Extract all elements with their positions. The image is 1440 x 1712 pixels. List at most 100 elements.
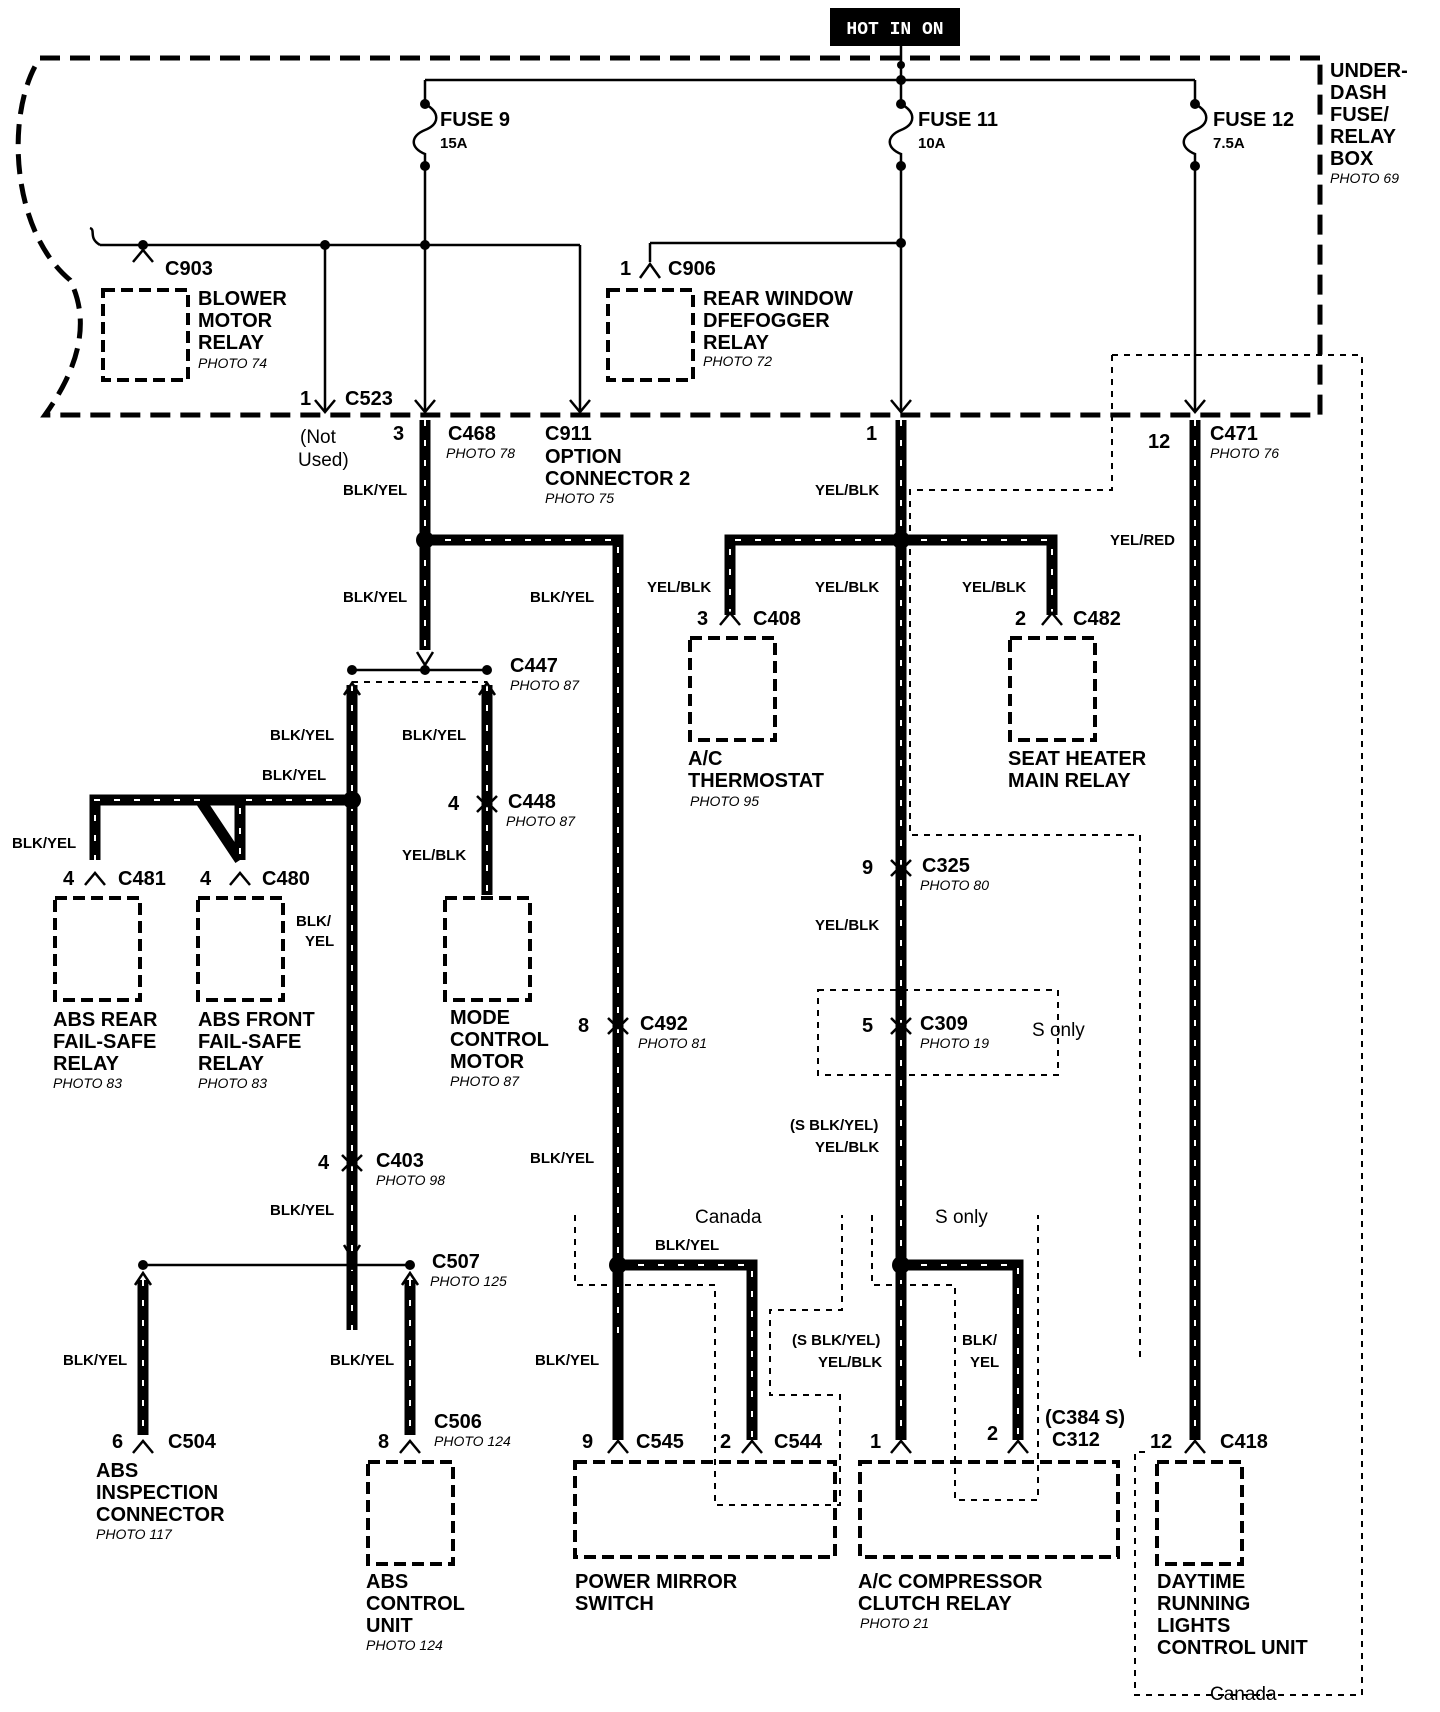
svg-text:BLK/YEL: BLK/YEL: [655, 1237, 719, 1254]
svg-text:BLK/YEL: BLK/YEL: [270, 727, 334, 744]
svg-text:ABS FRONT: ABS FRONT: [198, 1009, 315, 1031]
svg-text:FUSE 9: FUSE 9: [440, 109, 510, 131]
abs-rear-fail-safe-relay: 4 C481 ABS REAR FAIL-SAFE RELAY PHOTO 83: [53, 868, 166, 1091]
svg-text:PHOTO 125: PHOTO 125: [430, 1273, 507, 1289]
svg-text:1: 1: [866, 423, 877, 445]
svg-text:BLK/YEL: BLK/YEL: [270, 1202, 334, 1219]
svg-text:C447: C447: [510, 655, 558, 677]
svg-text:10A: 10A: [918, 135, 946, 152]
svg-text:C471: C471: [1210, 423, 1258, 445]
wire-stripes: [94, 420, 1196, 1440]
svg-text:MODE: MODE: [450, 1007, 510, 1029]
svg-text:THERMOSTAT: THERMOSTAT: [688, 770, 824, 792]
connector-c523: 1 C523 (Not Used): [298, 388, 393, 471]
svg-text:(S BLK/YEL): (S BLK/YEL): [792, 1332, 880, 1349]
svg-text:4: 4: [448, 793, 460, 815]
svg-text:BLOWER: BLOWER: [198, 288, 287, 310]
svg-text:YEL/BLK: YEL/BLK: [818, 1354, 882, 1371]
svg-text:YEL/BLK: YEL/BLK: [647, 579, 711, 596]
svg-text:INSPECTION: INSPECTION: [96, 1482, 218, 1504]
svg-text:YEL/RED: YEL/RED: [1110, 532, 1175, 549]
s-only-label: S only: [935, 1207, 988, 1228]
svg-text:LIGHTS: LIGHTS: [1157, 1615, 1230, 1637]
svg-text:YEL/BLK: YEL/BLK: [815, 1139, 879, 1156]
svg-text:UNDER-: UNDER-: [1330, 60, 1408, 82]
fuse-9: FUSE 9 15A: [412, 99, 510, 171]
svg-text:6: 6: [112, 1431, 123, 1453]
svg-text:BLK/YEL: BLK/YEL: [262, 767, 326, 784]
svg-text:8: 8: [578, 1015, 589, 1037]
fuse-12: FUSE 12 7.5A: [1182, 99, 1294, 171]
abs-control-unit: 8 C506 PHOTO 124 ABS CONTROL UNIT PHOTO …: [366, 1411, 511, 1653]
svg-text:CLUTCH RELAY: CLUTCH RELAY: [858, 1593, 1012, 1615]
svg-text:ABS: ABS: [96, 1460, 138, 1482]
svg-text:C906: C906: [668, 258, 716, 280]
ac-thermostat: 3 C408 A/C THERMOSTAT PHOTO 95: [688, 608, 824, 809]
svg-text:4: 4: [200, 868, 212, 890]
fuse-box-label: UNDER- DASH FUSE/ RELAY BOX PHOTO 69: [1330, 60, 1408, 186]
canada-mirror-region: [574, 1215, 843, 1506]
svg-text:MOTOR: MOTOR: [198, 310, 273, 332]
svg-text:2: 2: [1015, 608, 1026, 630]
svg-text:RELAY: RELAY: [1330, 126, 1397, 148]
svg-text:PHOTO 124: PHOTO 124: [434, 1433, 511, 1449]
svg-text:DFEFOGGER: DFEFOGGER: [703, 310, 830, 332]
alt-dotted-paths: [909, 355, 1141, 1360]
svg-text:A/C COMPRESSOR: A/C COMPRESSOR: [858, 1571, 1043, 1593]
svg-text:C492: C492: [640, 1013, 688, 1035]
svg-text:POWER MIRROR: POWER MIRROR: [575, 1571, 738, 1593]
svg-text:PHOTO 81: PHOTO 81: [638, 1035, 707, 1051]
svg-text:C506: C506: [434, 1411, 482, 1433]
wire-color-labels: BLK/YEL BLK/YEL BLK/YEL BLK/YEL BLK/YEL …: [12, 482, 1175, 1371]
power-mirror-switch: 9 C545 2 C544 POWER MIRROR SWITCH: [573, 1431, 837, 1615]
svg-text:C544: C544: [774, 1431, 823, 1453]
svg-text:BLK/YEL: BLK/YEL: [535, 1352, 599, 1369]
fuse-11: FUSE 11 10A: [888, 99, 998, 171]
svg-text:RELAY: RELAY: [703, 332, 770, 354]
svg-text:SEAT HEATER: SEAT HEATER: [1008, 748, 1147, 770]
svg-text:BLK/YEL: BLK/YEL: [530, 1150, 594, 1167]
daytime-running-lights-control-unit: 12 C418 DAYTIME RUNNING LIGHTS CONTROL U…: [1150, 1431, 1308, 1659]
svg-text:PHOTO 21: PHOTO 21: [860, 1615, 929, 1631]
canada-region-outline: [1112, 354, 1363, 1696]
svg-text:PHOTO 75: PHOTO 75: [545, 490, 614, 506]
svg-text:C448: C448: [508, 791, 556, 813]
svg-text:FAIL-SAFE: FAIL-SAFE: [53, 1031, 156, 1053]
svg-text:YEL/BLK: YEL/BLK: [962, 579, 1026, 596]
svg-text:FUSE/: FUSE/: [1330, 104, 1389, 126]
svg-text:BLK/YEL: BLK/YEL: [330, 1352, 394, 1369]
svg-text:RUNNING: RUNNING: [1157, 1593, 1250, 1615]
svg-text:C911: C911: [545, 423, 592, 445]
svg-text:PHOTO 76: PHOTO 76: [1210, 445, 1279, 461]
svg-text:YEL/BLK: YEL/BLK: [815, 482, 879, 499]
svg-text:C309: C309: [920, 1013, 968, 1035]
canada-region-label: Canada: [1210, 1684, 1277, 1705]
svg-text:RELAY: RELAY: [198, 1053, 265, 1075]
abs-inspection-connector: 6 C504 ABS INSPECTION CONNECTOR PHOTO 11…: [96, 1431, 225, 1542]
svg-text:2: 2: [720, 1431, 731, 1453]
svg-text:ABS: ABS: [366, 1571, 408, 1593]
svg-text:BLK/YEL: BLK/YEL: [343, 589, 407, 606]
svg-text:BOX: BOX: [1330, 148, 1374, 170]
splice-points: [343, 531, 910, 1274]
svg-text:PHOTO 87: PHOTO 87: [510, 677, 580, 693]
svg-text:FAIL-SAFE: FAIL-SAFE: [198, 1031, 301, 1053]
svg-text:2: 2: [987, 1423, 998, 1445]
svg-text:C482: C482: [1073, 608, 1121, 630]
connector-c448: 4 C448 PHOTO 87: [448, 791, 576, 829]
svg-text:PHOTO 74: PHOTO 74: [198, 355, 267, 371]
svg-text:HOT IN ON: HOT IN ON: [846, 20, 943, 40]
svg-text:5: 5: [862, 1015, 873, 1037]
svg-text:YEL: YEL: [305, 933, 334, 950]
svg-text:1: 1: [300, 388, 311, 410]
svg-text:C468: C468: [448, 423, 496, 445]
svg-text:4: 4: [63, 868, 75, 890]
svg-text:PHOTO 72: PHOTO 72: [703, 353, 772, 369]
svg-text:BLK/: BLK/: [296, 913, 332, 930]
svg-text:DASH: DASH: [1330, 82, 1387, 104]
svg-text:C325: C325: [922, 855, 970, 877]
svg-text:BLK/YEL: BLK/YEL: [530, 589, 594, 606]
svg-text:PHOTO 98: PHOTO 98: [376, 1172, 445, 1188]
svg-text:9: 9: [862, 857, 873, 879]
